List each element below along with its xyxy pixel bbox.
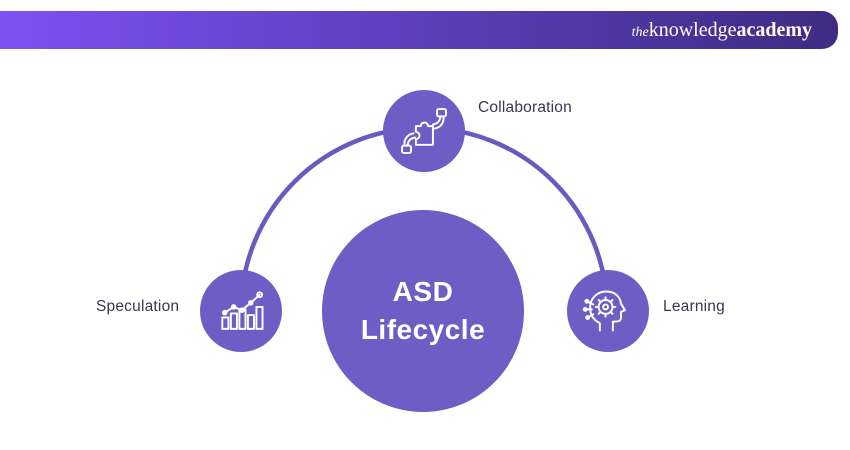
center-title-line1: ASD: [392, 276, 454, 307]
label-collaboration: Collaboration: [478, 99, 572, 116]
brand-logo-academy: academy: [736, 19, 812, 41]
label-speculation: Speculation: [96, 298, 180, 315]
node-learning: [567, 270, 649, 352]
center-title: ASD Lifecycle: [361, 273, 485, 349]
hands-puzzle-icon: [401, 108, 447, 154]
brand-logo: theknowledgeacademy: [632, 20, 812, 40]
node-collaboration: [383, 90, 465, 172]
node-speculation: [200, 270, 282, 352]
center-circle: ASD Lifecycle: [322, 210, 524, 412]
brand-logo-the: the: [631, 25, 649, 40]
brand-logo-knowledge: knowledge: [648, 19, 737, 41]
growth-chart-icon: [221, 291, 264, 330]
header-bar: theknowledgeacademy: [0, 11, 838, 49]
head-gear-icon: [582, 290, 627, 332]
label-learning: Learning: [663, 298, 725, 315]
center-title-line2: Lifecycle: [360, 314, 486, 345]
